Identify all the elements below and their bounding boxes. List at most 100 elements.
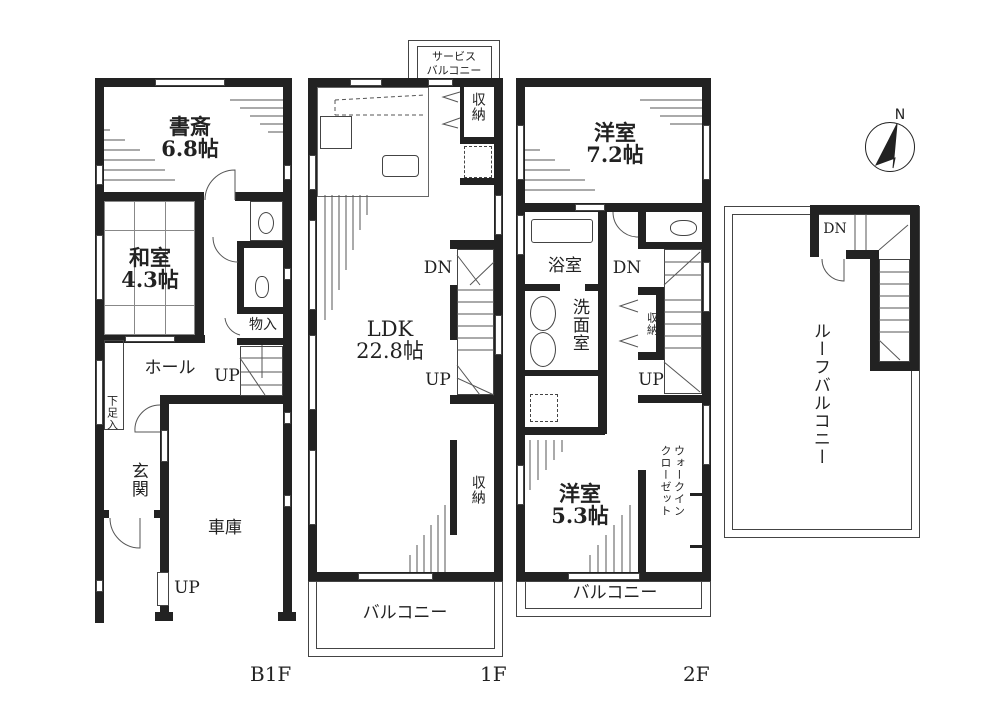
floor-label-b1f: B1F [250,662,292,686]
window [568,573,640,580]
wall [656,287,664,357]
window [495,315,502,355]
washbasin-icon [530,332,556,367]
wall [95,192,203,201]
wall [450,440,457,535]
toilet-icon [255,276,269,298]
compass-north-label: N [894,107,906,123]
window [284,165,291,180]
wall [450,240,500,249]
window [309,450,316,525]
tatami-grid [104,201,195,335]
wall [516,78,525,580]
shoe-closet [104,340,124,430]
room-label-service-balcony: サービス バルコニー [426,50,482,77]
room-label-study: 書斎 6.8帖 [161,114,219,162]
window [495,195,502,235]
window [284,412,291,424]
wall [95,510,109,518]
room-label-entrance: 玄関 [127,462,148,498]
wall [585,284,600,291]
floor-label-1f: 1F [480,662,507,686]
sink-icon [258,212,274,234]
stairs [664,249,702,394]
window [96,580,103,592]
stairs-up-label: UP [214,366,240,386]
room-label-washitsu: 和室 4.3帖 [121,245,179,293]
window [161,430,168,462]
wall [237,241,244,307]
wall [95,78,104,623]
window [575,204,605,211]
window [96,235,103,300]
room-label-roof-balcony: ルーフバルコニー [809,322,830,466]
wall [638,212,646,247]
stairs-up-label: UP [638,370,664,390]
wall [278,612,296,621]
window [284,495,291,507]
wall [525,284,560,291]
wall [910,205,919,370]
wall [638,242,708,249]
wall [154,510,168,518]
wall [525,427,605,435]
wall [460,137,500,144]
wall [237,241,283,248]
wall [810,205,918,214]
hanger-rod [690,493,704,496]
hanger-rod [690,545,704,548]
wall [810,205,819,257]
washbasin-icon [530,296,556,331]
window [703,125,710,180]
wall [460,87,464,142]
wall [460,178,500,185]
wall [235,192,290,201]
wall [155,612,173,621]
stairs-up-label: UP [425,370,451,390]
room-label-western1: 洋室 7.2帖 [586,120,644,168]
stairs [879,259,910,362]
compass-icon [865,122,915,172]
window [125,336,175,342]
window [96,360,103,425]
wall [638,470,646,580]
wall [638,395,710,403]
room-label-shoe-closet: 下足入 [105,395,119,431]
kitchen-sink-icon [382,155,419,177]
room-label-western2: 洋室 5.3帖 [551,481,609,529]
floor-label-2f: 2F [683,662,710,686]
window [309,155,316,190]
wall [450,285,457,340]
room-label-ldk: LDK 22.8帖 [356,317,424,364]
room-label-bath: 浴室 [548,256,582,276]
room-label-garage: 車庫 [208,518,242,538]
wall [516,203,711,212]
room-label-storage-top: 収納 [469,92,486,122]
window [350,79,382,86]
window [703,405,710,465]
room-label-washroom: 洗面室 [568,298,589,352]
room-label-storage-side: 収納 [469,475,486,505]
wall [525,370,600,376]
stairs-dn-label: DN [423,258,453,278]
wall [702,78,711,580]
room-label-hall: ホール [144,358,196,378]
stairs [457,249,494,395]
wall [308,78,317,580]
stairs-dn-label: DN [612,258,642,278]
balcony [525,581,702,609]
window [358,573,433,580]
bathtub-icon [531,219,593,243]
window [517,125,524,180]
wall [195,192,204,342]
step [157,572,169,606]
window [703,262,710,312]
wall [160,395,290,404]
wall [638,352,664,360]
room-label-wic: ウォークイン クローゼット [659,445,686,517]
wall [870,250,879,370]
wall [846,250,878,259]
room-label-balcony: バルコニー [362,603,448,623]
window [517,465,524,505]
